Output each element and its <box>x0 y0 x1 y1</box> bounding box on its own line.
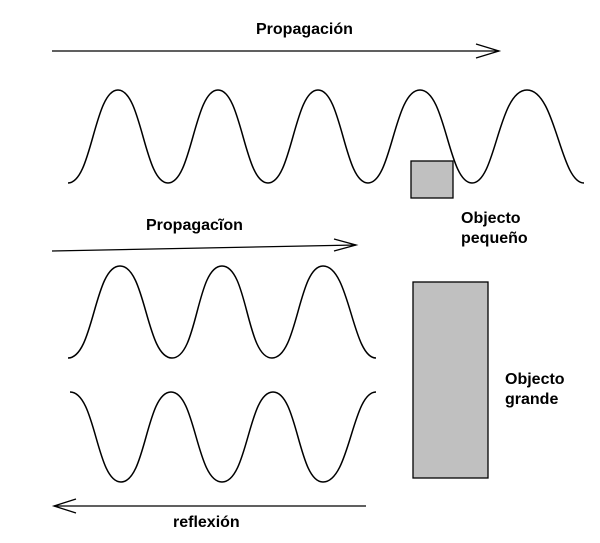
large-object <box>412 281 489 479</box>
reflection-label: reflexión <box>173 514 240 531</box>
large-object-label-line1: Objecto <box>505 371 565 388</box>
small-object-label-line1: Objecto <box>461 210 521 227</box>
small-object-label-line2: pequeño <box>461 230 528 247</box>
incident-wave-middle <box>67 265 377 359</box>
large-object-label-line2: grande <box>505 391 559 408</box>
reflection-arrow <box>51 498 366 514</box>
small-object <box>410 160 454 199</box>
incident-wave-top <box>67 89 585 184</box>
large-object-label: Objecto grande <box>505 370 565 410</box>
reflected-wave <box>69 391 377 483</box>
propagation-label-middle: Propagacĩon <box>146 217 243 234</box>
propagation-arrow-middle <box>51 238 359 252</box>
propagation-label-top: Propagación <box>256 21 353 38</box>
propagation-arrow-top <box>52 43 502 59</box>
small-object-label: Objecto pequeño <box>461 209 528 249</box>
